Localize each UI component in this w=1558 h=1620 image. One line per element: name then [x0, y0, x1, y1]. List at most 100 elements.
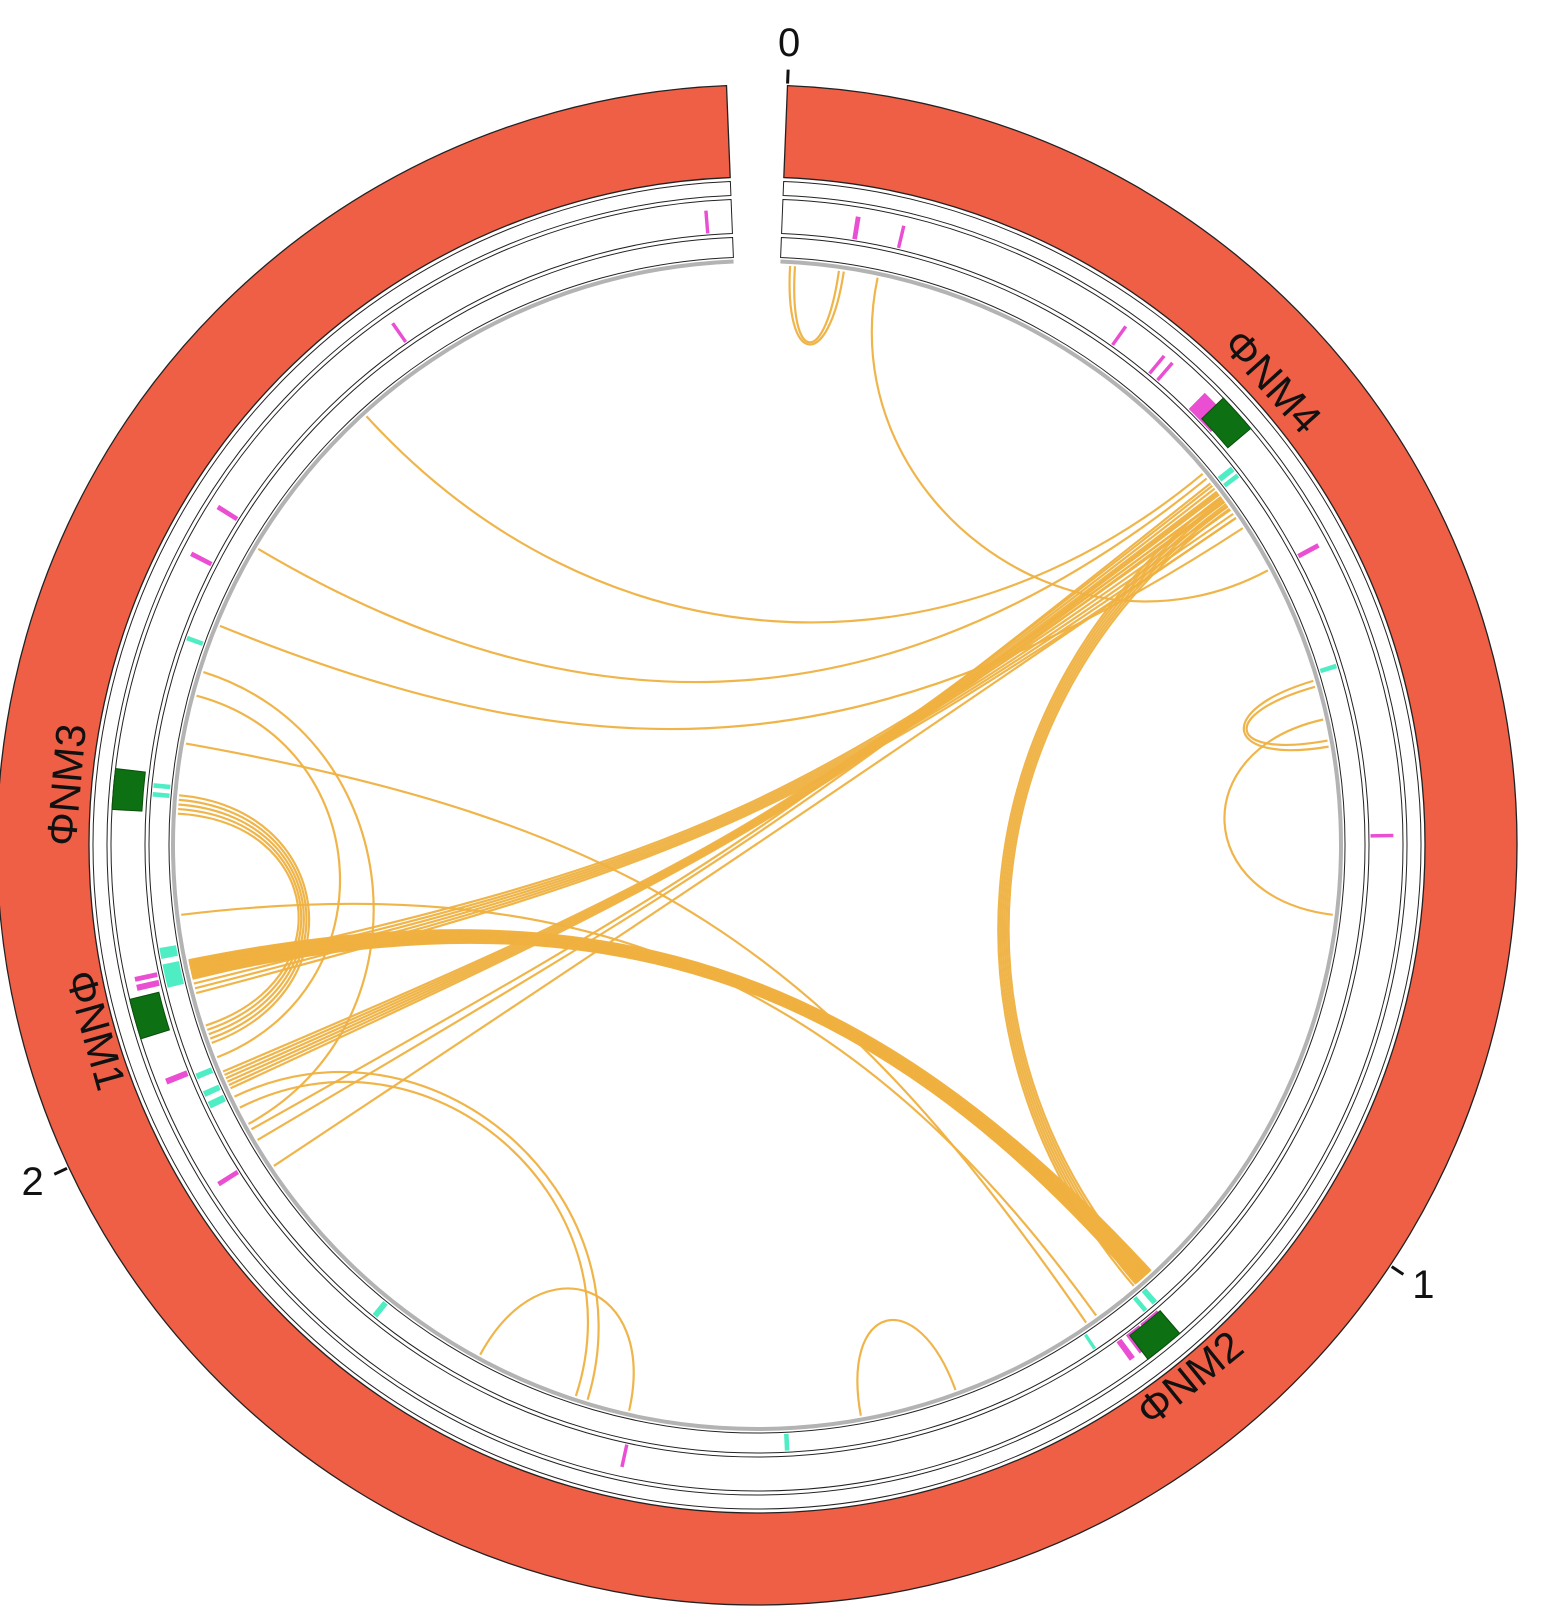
cyan-mark [162, 961, 184, 988]
link-chord [788, 265, 845, 346]
magenta-mark [190, 551, 213, 567]
link-chord [230, 499, 1225, 1090]
prophage-layer [111, 397, 1252, 1361]
link-chord [195, 517, 1237, 995]
links-layer [177, 265, 1333, 1416]
link-chord [997, 496, 1222, 1287]
link-chord [1245, 685, 1328, 746]
magenta-mark [1297, 543, 1320, 559]
link-chord [219, 527, 1244, 731]
cyan-mark [195, 1067, 214, 1080]
prophage-block [1200, 397, 1252, 449]
cyan-mark [1133, 1296, 1148, 1313]
link-chord [191, 939, 1141, 1282]
link-chord [190, 937, 1143, 1280]
link-chord [228, 496, 1222, 1086]
link-chord [190, 497, 1223, 971]
link-chord [239, 1080, 589, 1397]
cyan-mark [153, 783, 171, 790]
prophage-block [1129, 1310, 1181, 1361]
prophage-block [111, 768, 146, 812]
link-chord [178, 798, 308, 1040]
tick-layer: 012 [21, 21, 1434, 1307]
link-chord [250, 482, 1212, 1131]
tick-label: 1 [1412, 1263, 1434, 1307]
link-chord [1223, 718, 1333, 916]
magenta-mark [165, 1070, 189, 1085]
cyan-mark [1319, 663, 1338, 674]
prophage-block [129, 991, 171, 1040]
link-chord [257, 477, 1208, 684]
link-chord [233, 1070, 600, 1401]
cyan-mark [1083, 1333, 1097, 1350]
track-outer [92, 181, 1422, 1510]
track-layer [92, 181, 1422, 1510]
link-chord [190, 936, 1144, 1279]
link-chord [999, 498, 1224, 1285]
link-chord [190, 936, 1144, 1279]
magenta-mark [391, 322, 408, 343]
link-chord [192, 941, 1139, 1284]
link-chord [185, 742, 1088, 1324]
inner-ring-layer [170, 259, 1344, 1432]
prophage-label: ΦNM3 [37, 722, 94, 848]
magenta-mark [136, 979, 160, 991]
link-chord [793, 266, 841, 344]
link-chord [177, 812, 300, 1027]
track-prophage-magenta [110, 198, 1404, 1492]
link-chord [479, 1287, 635, 1411]
link-chord [191, 939, 1141, 1282]
cyan-mark [207, 1094, 226, 1109]
link-chord [191, 938, 1142, 1282]
link-chord [193, 508, 1231, 985]
link-chord [856, 1318, 957, 1416]
magenta-mark [896, 225, 906, 249]
magenta-mark [620, 1444, 629, 1468]
magenta-mark [704, 210, 710, 234]
link-chord [224, 487, 1216, 1076]
link-chord [192, 941, 1138, 1284]
link-chord [191, 939, 1140, 1283]
link-chord [225, 490, 1218, 1080]
magenta-mark [852, 216, 861, 240]
link-chord [222, 484, 1214, 1073]
link-chord [179, 794, 311, 1044]
magenta-mark [134, 972, 158, 982]
tick-mark [1390, 1265, 1405, 1276]
tick-mark [786, 69, 790, 84]
magenta-mark [217, 1169, 240, 1187]
cyan-mark [1141, 1288, 1158, 1305]
link-chord [190, 937, 1143, 1280]
link-chord [257, 492, 1219, 1141]
link-chord [196, 694, 342, 1059]
link-chord [870, 277, 1269, 603]
link-chord [190, 936, 1144, 1280]
link-chord [191, 940, 1140, 1283]
cyan-mark [152, 792, 170, 798]
link-chord [191, 940, 1140, 1283]
link-chord [365, 415, 1204, 624]
link-chord [1242, 679, 1329, 752]
cyan-mark [186, 635, 204, 646]
link-chord [190, 937, 1143, 1281]
cyan-mark [372, 1300, 388, 1318]
track-cyan [148, 236, 1366, 1454]
cyan-mark [159, 945, 178, 959]
link-chord [194, 512, 1234, 990]
cyan-mark [1217, 466, 1235, 482]
link-chord [1007, 507, 1231, 1277]
link-chord [192, 504, 1229, 980]
magenta-mark [1116, 1338, 1135, 1361]
link-chord [1003, 503, 1227, 1281]
tick-label: 0 [778, 21, 800, 65]
link-chord [191, 940, 1139, 1283]
link-chord [273, 517, 1237, 1167]
link-chord [181, 902, 1098, 1317]
link-chord [192, 941, 1139, 1284]
cyan-mark [784, 1433, 790, 1451]
magenta-mark [1148, 354, 1166, 375]
ideogram-band [0, 84, 1518, 1606]
tick-mark [53, 1166, 68, 1176]
magenta-mark [1156, 361, 1174, 382]
